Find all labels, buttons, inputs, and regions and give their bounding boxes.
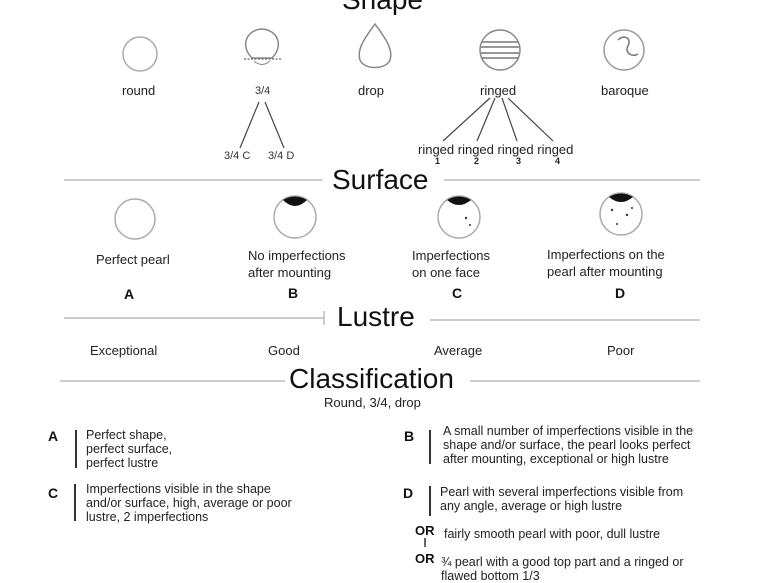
or2-line: flawed bottom 1/3: [441, 569, 540, 583]
class-grade-a: A: [48, 428, 59, 444]
shape-label-baroque: baroque: [601, 83, 649, 98]
class-grade-d: D: [403, 485, 414, 501]
surface-heading: Surface: [332, 164, 429, 195]
class-b-bar: [429, 430, 431, 464]
branch-line-ringed-3: [501, 97, 518, 142]
class-a-line: perfect surface,: [86, 442, 173, 456]
lustre-level-exceptional: Exceptional: [90, 343, 158, 358]
or-label-1: OR: [415, 523, 435, 538]
surface-grade-b: B: [288, 285, 299, 301]
class-d-text: Pearl with several imperfections visible…: [440, 485, 683, 513]
class-grade-b: B: [404, 428, 415, 444]
surface-desc-b-line2: after mounting: [248, 265, 332, 280]
branch-line-ringed-4: [507, 97, 554, 142]
shape-label-drop: drop: [358, 83, 385, 98]
or2-text: ¾ pearl with a good top part and a ringe…: [441, 555, 684, 583]
surface-grade-c: C: [452, 285, 463, 301]
shape-sub-34d: 3/4 D: [268, 150, 295, 162]
class-b-line: after mounting, exceptional or high lust…: [443, 452, 669, 466]
lustre-level-average: Average: [434, 343, 483, 358]
class-b-line: A small number of imperfections visible …: [443, 424, 694, 438]
shape-sub-34c: 3/4 C: [224, 150, 251, 162]
surface-desc-b-line1: No imperfections: [248, 248, 346, 263]
branch-line-ringed-2: [476, 97, 496, 142]
branch-line-34d: [264, 101, 285, 149]
surface-desc-d-line1: Imperfections on the: [547, 247, 665, 262]
three-quarter-pearl-icon: [244, 28, 282, 65]
class-c-bar: [74, 484, 76, 521]
or2-line: ¾ pearl with a good top part and a ringe…: [441, 555, 684, 569]
baroque-pearl-icon: [603, 29, 645, 71]
class-b-line: shape and/or surface, the pearl looks pe…: [443, 438, 691, 452]
class-a-line: perfect lustre: [86, 456, 159, 470]
class-a-line: Perfect shape,: [86, 428, 167, 442]
ringed-number-3: 3: [516, 156, 522, 166]
ringed-number-4: 4: [555, 156, 561, 166]
class-c-line: and/or surface, high, average or poor: [86, 496, 292, 510]
or1-text: fairly smooth pearl with poor, dull lust…: [444, 527, 661, 541]
class-d-line: Pearl with several imperfections visible…: [440, 485, 684, 499]
surface-desc-c-line2: on one face: [412, 265, 480, 280]
round-pearl-icon: [122, 36, 158, 72]
branch-line-ringed-1: [442, 97, 491, 142]
ringed-pearl-icon: [479, 29, 521, 71]
surface-pearl-b-icon: [273, 195, 317, 239]
class-d-bar: [429, 486, 431, 516]
surface-pearl-d-icon: [599, 192, 643, 236]
shape-label-round: round: [122, 83, 156, 98]
surface-desc-d-line2: pearl after mounting: [547, 264, 663, 279]
class-b-text: A small number of imperfections visible …: [443, 424, 693, 466]
classification-heading: Classification: [289, 363, 454, 394]
lustre-level-good: Good: [268, 343, 300, 358]
ringed-number-1: 1: [435, 156, 441, 166]
lustre-heading: Lustre: [337, 301, 415, 332]
branch-line-34c: [239, 101, 260, 149]
lustre-level-poor: Poor: [607, 343, 635, 358]
shape-label-ringed: ringed: [480, 83, 517, 98]
or-label-2: OR: [415, 551, 435, 566]
shape-ringed-sub-label: ringed ringed ringed ringed: [418, 142, 574, 157]
class-c-text: Imperfections visible in the shape and/o…: [86, 482, 292, 524]
surface-pearl-c-icon: [437, 195, 481, 239]
class-c-line: Imperfections visible in the shape: [86, 482, 271, 496]
surface-grade-a: A: [124, 286, 135, 302]
class-c-line: lustre, 2 imperfections: [86, 510, 209, 524]
surface-grade-d: D: [615, 285, 626, 301]
classification-subtitle: Round, 3/4, drop: [324, 395, 421, 410]
class-d-line: any angle, average or high lustre: [440, 499, 623, 513]
class-a-bar: [75, 430, 77, 468]
shape-heading: Shape: [342, 0, 423, 16]
shape-label-34: 3/4: [255, 85, 271, 97]
class-a-text: Perfect shape, perfect surface, perfect …: [86, 428, 172, 470]
class-grade-c: C: [48, 485, 59, 501]
surface-pearl-a-icon: [114, 198, 156, 240]
ringed-number-2: 2: [474, 156, 480, 166]
surface-desc-a: Perfect pearl: [96, 252, 170, 267]
drop-pearl-icon: [358, 22, 392, 69]
surface-desc-c-line1: Imperfections: [412, 248, 491, 263]
